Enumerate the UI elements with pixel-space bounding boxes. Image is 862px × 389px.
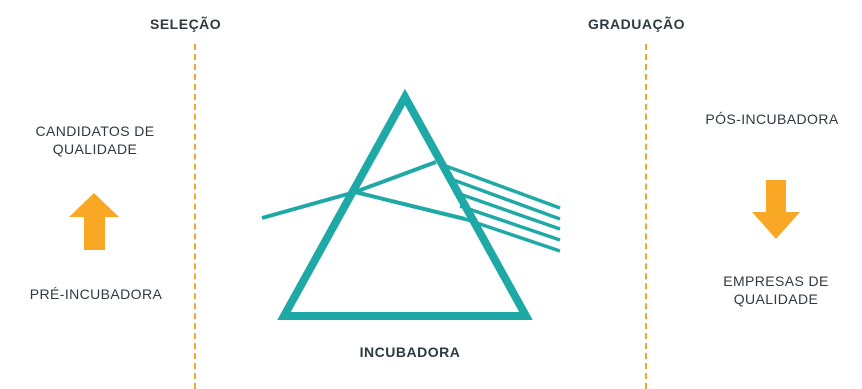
pre-incubadora-label: PRÉ-INCUBADORA: [29, 286, 163, 302]
graduacao-heading: GRADUAÇÃO: [588, 16, 686, 32]
pos-incubadora-label: PÓS-INCUBADORA: [705, 111, 839, 127]
refracted-ray-upper: [354, 160, 437, 194]
empresas-de-qualidade-label: EMPRESAS DE QUALIDADE: [723, 273, 829, 307]
incoming-light-ray: [261, 190, 356, 220]
dispersed-ray-3: [453, 190, 561, 231]
incubadora-label: INCUBADORA: [359, 344, 461, 360]
selecao-heading: SELEÇÃO: [150, 16, 222, 32]
prism-triangle: [277, 88, 533, 320]
selecao-divider: [194, 44, 196, 389]
dispersed-ray-2: [447, 176, 561, 221]
dispersed-ray-5: [464, 217, 561, 253]
dispersed-ray-1: [442, 163, 561, 210]
dispersed-ray-4: [459, 204, 561, 242]
refracted-ray-lower: [354, 190, 466, 221]
candidatos-de-qualidade-label: CANDIDATOS DE QUALIDADE: [35, 123, 155, 157]
graduacao-divider: [645, 44, 647, 389]
